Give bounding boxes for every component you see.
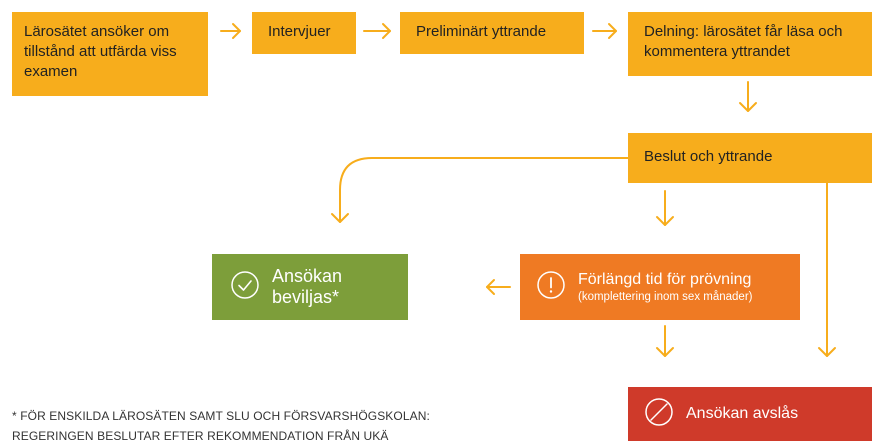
step-interviews: Intervjuer: [252, 12, 356, 54]
outcome-extended-sublabel: (komplettering inom sex månader): [578, 291, 753, 303]
outcome-rejected-label: Ansökan avslås: [686, 405, 799, 422]
arrow-extended-to-approved: [486, 279, 511, 295]
outcome-extended: Förlängd tid för prövning (komplettering…: [520, 254, 800, 320]
step-decision-label: Beslut och yttrande: [644, 148, 773, 165]
exclamation-circle-icon: [536, 270, 566, 305]
footnote-line-2: REGERINGEN BESLUTAR EFTER REKOMMENDATION…: [12, 429, 389, 443]
arrow-decision-to-extended: [656, 190, 674, 226]
prohibited-circle-icon: [644, 397, 674, 432]
step-apply-label: Lärosätet ansöker om tillstånd att utfär…: [24, 23, 177, 80]
arrow-apply-to-interviews: [220, 23, 241, 39]
outcome-extended-label: Förlängd tid för prövning: [578, 271, 752, 288]
step-interviews-label: Intervjuer: [268, 23, 331, 40]
step-sharing-label: Delning: lärosätet får läsa och kommente…: [644, 23, 843, 60]
footnote: * FÖR ENSKILDA LÄROSÄTEN SAMT SLU OCH FÖ…: [12, 406, 602, 446]
check-circle-icon: [230, 270, 260, 305]
footnote-line-1: * FÖR ENSKILDA LÄROSÄTEN SAMT SLU OCH FÖ…: [12, 409, 430, 423]
step-apply: Lärosätet ansöker om tillstånd att utfär…: [12, 12, 208, 96]
outcome-rejected: Ansökan avslås: [628, 387, 872, 441]
arrow-decision-to-rejected: [818, 182, 836, 357]
step-preliminary-label: Preliminärt yttrande: [416, 23, 547, 40]
step-preliminary: Preliminärt yttrande: [400, 12, 584, 54]
arrow-sharing-to-decision: [739, 81, 757, 112]
arrow-decision-to-approved: [331, 157, 629, 223]
arrow-extended-to-rejected: [656, 325, 674, 357]
arrow-interviews-to-preliminary: [363, 23, 391, 39]
step-sharing: Delning: lärosätet får läsa och kommente…: [628, 12, 872, 76]
arrow-preliminary-to-sharing: [592, 23, 617, 39]
outcome-approved: Ansökan beviljas*: [212, 254, 408, 320]
outcome-approved-label: Ansökan beviljas*: [272, 266, 343, 307]
step-decision: Beslut och yttrande: [628, 133, 872, 183]
